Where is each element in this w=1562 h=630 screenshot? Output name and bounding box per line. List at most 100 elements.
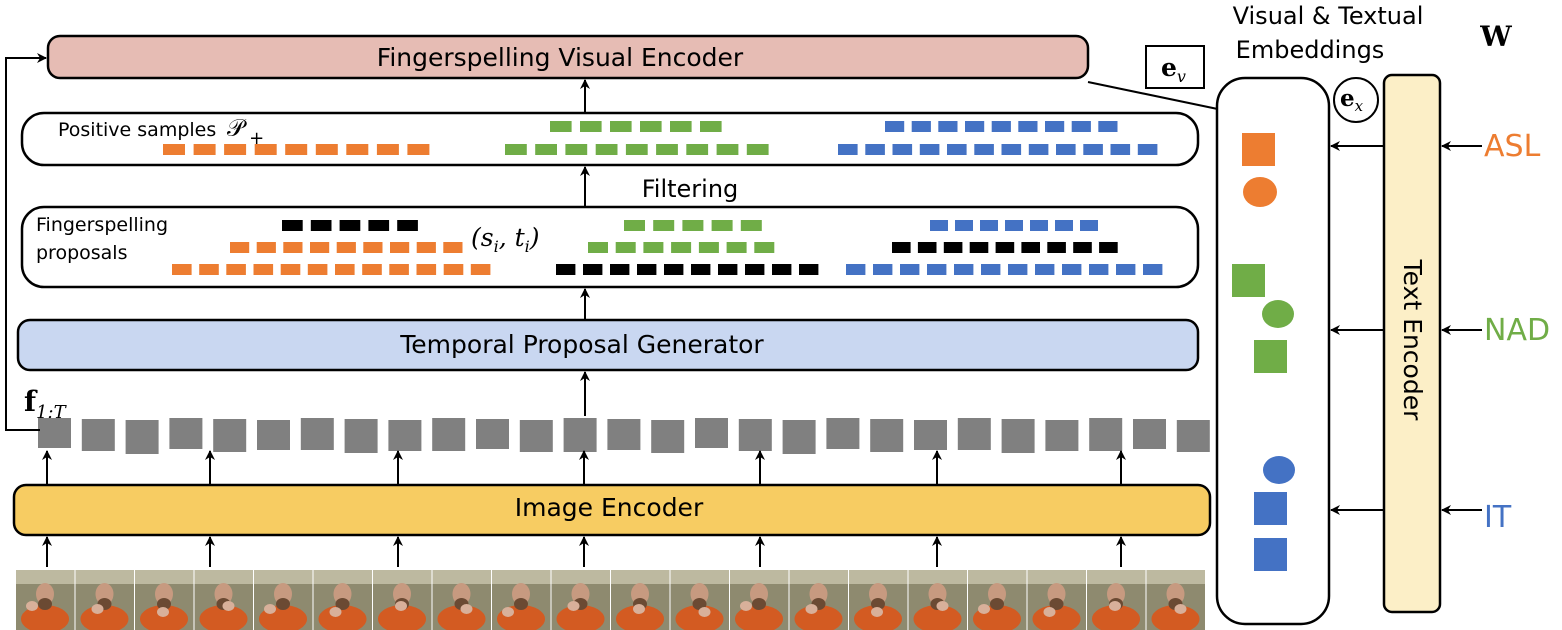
proposal-segment-blue bbox=[1030, 220, 1048, 231]
it-text-embedding bbox=[1263, 456, 1295, 484]
language-nad: NAD bbox=[1484, 313, 1550, 348]
feature-square bbox=[870, 419, 904, 452]
proposal-segment-orange bbox=[253, 264, 274, 275]
video-frame bbox=[1027, 570, 1086, 630]
feature-square bbox=[300, 418, 334, 450]
video-frame bbox=[849, 570, 908, 630]
feature-square bbox=[257, 420, 290, 450]
proposal-segment-blue bbox=[1089, 264, 1109, 275]
proposal-segment-black bbox=[799, 264, 819, 275]
positive-segment-blue bbox=[1028, 144, 1049, 155]
nad-visual-embedding-1 bbox=[1232, 264, 1265, 297]
proposal-segment-black bbox=[610, 264, 630, 275]
feature-square bbox=[1133, 419, 1166, 449]
text-encoder-label: Text Encoder bbox=[1398, 259, 1427, 421]
positive-segment-blue bbox=[885, 121, 905, 132]
positive-segment-green bbox=[716, 144, 739, 155]
frame-hand bbox=[936, 601, 949, 611]
positive-segment-blue bbox=[1056, 144, 1076, 155]
feature-square bbox=[695, 418, 728, 448]
proposal-segment-green bbox=[726, 242, 747, 253]
feature-square bbox=[826, 418, 860, 449]
frame-hand bbox=[26, 601, 38, 611]
frame-wall bbox=[194, 570, 253, 584]
frame-shirt bbox=[1092, 605, 1140, 630]
positive-segment-green bbox=[656, 144, 678, 155]
proposal-segment-blue bbox=[846, 264, 866, 275]
feature-square bbox=[1176, 420, 1210, 452]
video-frames bbox=[16, 570, 1205, 630]
frame-shirt bbox=[675, 605, 724, 630]
positive-segment-green bbox=[505, 144, 527, 155]
feature-square bbox=[1089, 418, 1123, 451]
frame-hand bbox=[633, 604, 645, 614]
proposal-segment-black bbox=[892, 242, 911, 253]
video-frame bbox=[75, 570, 134, 630]
frame-beard bbox=[335, 598, 350, 610]
positive-segment-blue bbox=[1083, 144, 1103, 155]
frame-shirt bbox=[21, 605, 69, 630]
video-frame bbox=[908, 570, 967, 630]
frame-hand bbox=[329, 607, 342, 617]
nad-text-embedding bbox=[1262, 300, 1294, 328]
positive-segment-orange bbox=[193, 144, 216, 155]
proposal-segment-blue bbox=[1035, 264, 1055, 275]
proposal-segment-green bbox=[754, 242, 775, 253]
proposal-segment-black bbox=[718, 264, 738, 275]
it-visual-embedding-1 bbox=[1254, 492, 1287, 525]
proposal-segment-green bbox=[643, 242, 664, 253]
positive-segment-blue bbox=[919, 144, 940, 155]
proposal-segment-green bbox=[624, 220, 645, 231]
image-encoder-box bbox=[12, 483, 1212, 537]
frame-hand bbox=[1109, 601, 1121, 611]
video-frame bbox=[492, 570, 551, 630]
proposal-segment-orange bbox=[230, 242, 250, 253]
feature-square bbox=[1045, 420, 1079, 451]
proposal-segment-black bbox=[691, 264, 711, 275]
frame-wall bbox=[611, 570, 670, 584]
text-encoder-box bbox=[1382, 73, 1442, 614]
asl-visual-embedding bbox=[1242, 133, 1275, 166]
video-frame bbox=[789, 570, 848, 630]
proposal-segment-orange bbox=[443, 264, 464, 275]
frame-shirt bbox=[556, 605, 605, 630]
frame-wall bbox=[373, 570, 432, 584]
frame-wall bbox=[254, 570, 313, 584]
positive-segment-green bbox=[595, 144, 618, 155]
frame-hand bbox=[698, 607, 711, 617]
video-frame bbox=[313, 570, 372, 630]
proposal-segment-black bbox=[772, 264, 792, 275]
frame-wall bbox=[313, 570, 372, 584]
image-encoder-label: Image Encoder bbox=[515, 493, 704, 522]
proposal-segment-blue bbox=[1062, 264, 1082, 275]
proposal-segment-orange bbox=[256, 242, 276, 253]
filtering-label: Filtering bbox=[642, 175, 739, 203]
frame-shirt bbox=[735, 605, 783, 630]
positive-segments bbox=[163, 121, 1158, 155]
proposal-segment-orange bbox=[226, 264, 246, 275]
positive-segment-green bbox=[550, 121, 572, 132]
frame-beard bbox=[990, 598, 1004, 610]
positive-segment-blue bbox=[974, 144, 994, 155]
visual-embedding-symbol: ev bbox=[1161, 53, 1186, 86]
video-frame bbox=[254, 570, 313, 630]
proposal-segment-green bbox=[653, 220, 675, 231]
video-frame bbox=[432, 570, 491, 630]
feature-square bbox=[607, 419, 641, 450]
proposal-segment-blue bbox=[873, 264, 893, 275]
proposal-segment-orange bbox=[335, 264, 355, 275]
proposal-segment-blue bbox=[1080, 220, 1098, 231]
frame-shirt bbox=[1151, 605, 1200, 630]
proposal-segment-orange bbox=[443, 242, 463, 253]
positive-segment-blue bbox=[892, 144, 913, 155]
video-frame bbox=[611, 570, 670, 630]
positive-segment-green bbox=[686, 144, 709, 155]
proposal-segment-black bbox=[1021, 242, 1040, 253]
proposal-segment-blue bbox=[1055, 220, 1073, 231]
frame-hand bbox=[264, 604, 276, 614]
frame-hand bbox=[1174, 604, 1187, 614]
proposal-segment-black bbox=[995, 242, 1015, 253]
positive-segment-blue bbox=[865, 144, 885, 155]
frame-wall bbox=[75, 570, 134, 584]
feedback-line bbox=[5, 53, 47, 431]
